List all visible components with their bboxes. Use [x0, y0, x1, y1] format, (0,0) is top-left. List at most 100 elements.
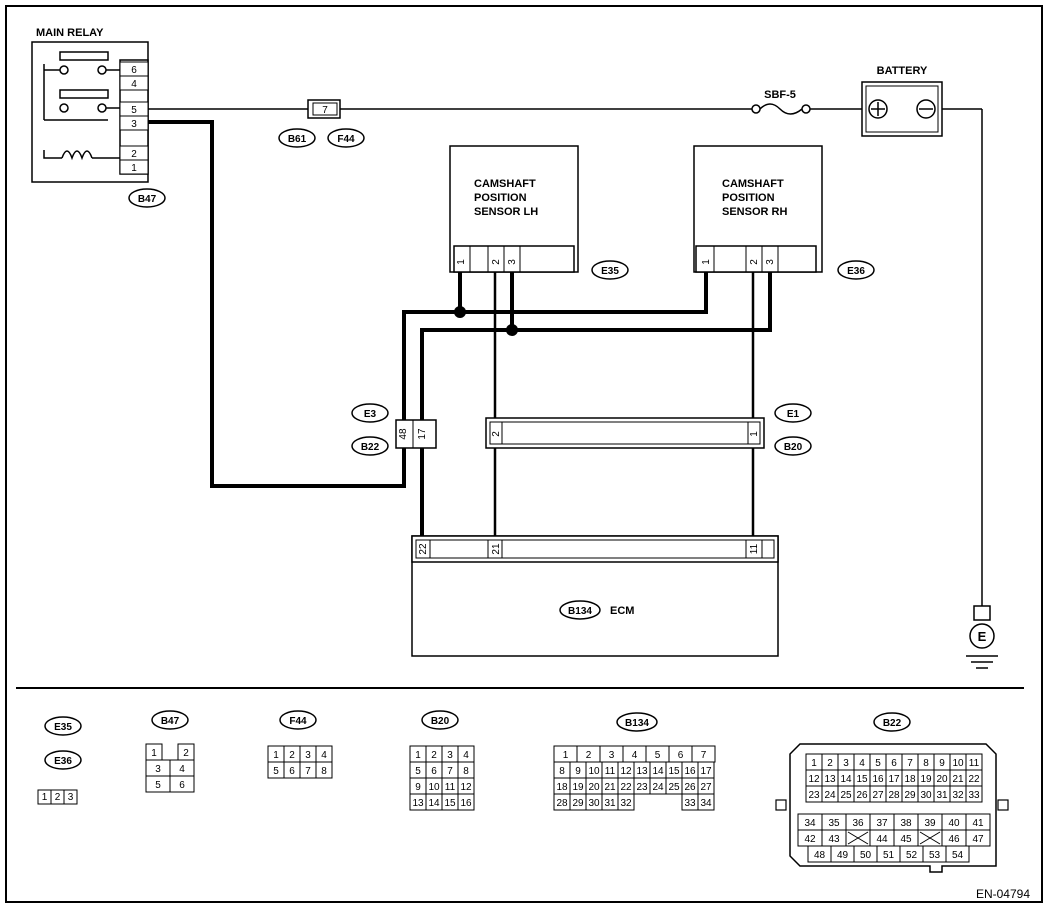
b134-pin: 23: [636, 782, 648, 793]
document-id: EN-04794: [976, 887, 1030, 901]
b134-pin: 3: [609, 750, 615, 761]
b22-pin: 43: [828, 834, 840, 845]
b20-pin: 8: [463, 766, 469, 777]
b22-pin: 20: [936, 774, 948, 785]
b134-pin: 14: [652, 766, 664, 777]
b20-pin: 14: [428, 798, 440, 809]
b134-pin: 4: [632, 750, 638, 761]
b22-blank: [919, 831, 941, 845]
b134-pin: 26: [684, 782, 696, 793]
b22-pin: 50: [860, 850, 872, 861]
svg-text:21: 21: [491, 543, 502, 555]
svg-text:48: 48: [398, 428, 409, 440]
svg-text:BATTERY: BATTERY: [877, 65, 928, 77]
relay-pin-label: 2: [131, 149, 137, 160]
ecm: 22 21 11 B134 ECM: [411, 535, 779, 657]
svg-text:11: 11: [749, 543, 760, 554]
b47-pin: 6: [179, 780, 185, 791]
b22-pin: 2: [827, 758, 833, 769]
b134-cell: [697, 793, 715, 811]
svg-text:B47: B47: [161, 716, 180, 727]
b22-pin: 25: [840, 790, 852, 801]
f44-pin: 7: [305, 766, 311, 777]
b134-pin: 2: [586, 750, 592, 761]
b22-pin: 12: [808, 774, 820, 785]
b22-pin: 3: [843, 758, 849, 769]
b22-pin: 27: [872, 790, 884, 801]
b22-pin: 33: [968, 790, 980, 801]
connector-tag-f44: F44: [327, 128, 365, 148]
relay-pin-label: 5: [131, 105, 137, 116]
b134-pin: 22: [620, 782, 632, 793]
svg-text:B47: B47: [138, 194, 157, 205]
b134-pin: 5: [655, 750, 661, 761]
b20-pin: 3: [447, 750, 453, 761]
svg-text:B22: B22: [883, 718, 902, 729]
b22-pin: 22: [968, 774, 980, 785]
svg-text:SBF-5: SBF-5: [764, 89, 796, 101]
b22-pin: 53: [929, 850, 941, 861]
b22-cell: [945, 845, 970, 863]
b134-pin: 1: [563, 750, 569, 761]
b22-pin: 28: [888, 790, 900, 801]
svg-text:SENSOR LH: SENSOR LH: [474, 206, 538, 218]
b22-pin: 31: [936, 790, 948, 801]
b22-pin: 9: [939, 758, 945, 769]
b20-pin: 11: [445, 782, 456, 793]
b22-pin: 24: [824, 790, 836, 801]
relay-pin: [119, 75, 149, 91]
svg-text:E35: E35: [601, 266, 619, 277]
b134-pin: 10: [588, 766, 600, 777]
b22-pin: 38: [900, 818, 912, 829]
b22-pin: 47: [972, 834, 984, 845]
b22-pin: 51: [883, 850, 895, 861]
b22-pin: 52: [906, 850, 918, 861]
joint-connector: 7 B61 F44: [278, 99, 365, 148]
b20-pin: 6: [431, 766, 437, 777]
b47-pin: 2: [183, 748, 189, 759]
svg-text:F44: F44: [289, 716, 307, 727]
svg-text:POSITION: POSITION: [474, 192, 527, 204]
b22-pin: 6: [891, 758, 897, 769]
b134-pin: 31: [604, 798, 616, 809]
b22-pin: 1: [811, 758, 817, 769]
connector-tag-e36: E36: [837, 260, 875, 280]
b22-pin: 54: [952, 850, 964, 861]
svg-text:E36: E36: [54, 756, 72, 767]
e35-pin: 2: [55, 792, 61, 803]
b22-pin: 14: [840, 774, 852, 785]
b134-pin: 28: [556, 798, 568, 809]
connector-e3-b22: 48 17 E3 B22: [351, 403, 437, 456]
b22-pin: 32: [952, 790, 964, 801]
main-relay-title: MAIN RELAY: [36, 27, 104, 39]
b22-pin: 49: [837, 850, 849, 861]
svg-text:17: 17: [417, 428, 428, 440]
b134-pin: 16: [684, 766, 696, 777]
svg-text:7: 7: [322, 105, 328, 116]
ground-e: E: [966, 605, 998, 669]
svg-text:E: E: [978, 629, 987, 644]
e35-cell: [63, 789, 78, 805]
f44-pin: 4: [321, 750, 327, 761]
svg-text:B134: B134: [625, 718, 649, 729]
b22-pin: 16: [872, 774, 884, 785]
b22-pin: 4: [859, 758, 865, 769]
svg-text:B20: B20: [431, 716, 450, 727]
b47-pin: 5: [155, 780, 161, 791]
connector-tag-b22: B22: [351, 436, 389, 456]
svg-text:E3: E3: [364, 409, 377, 420]
b134-pin: 15: [668, 766, 680, 777]
b134-pin: 17: [700, 766, 712, 777]
connector-e1-b20: 2 1 E1 B20: [485, 403, 812, 456]
b22-pin: 30: [920, 790, 932, 801]
f44-pin: 5: [273, 766, 279, 777]
b20-pin: 1: [415, 750, 421, 761]
svg-text:B20: B20: [784, 442, 803, 453]
b20-pin: 9: [415, 782, 421, 793]
b22-pin: 41: [972, 818, 984, 829]
